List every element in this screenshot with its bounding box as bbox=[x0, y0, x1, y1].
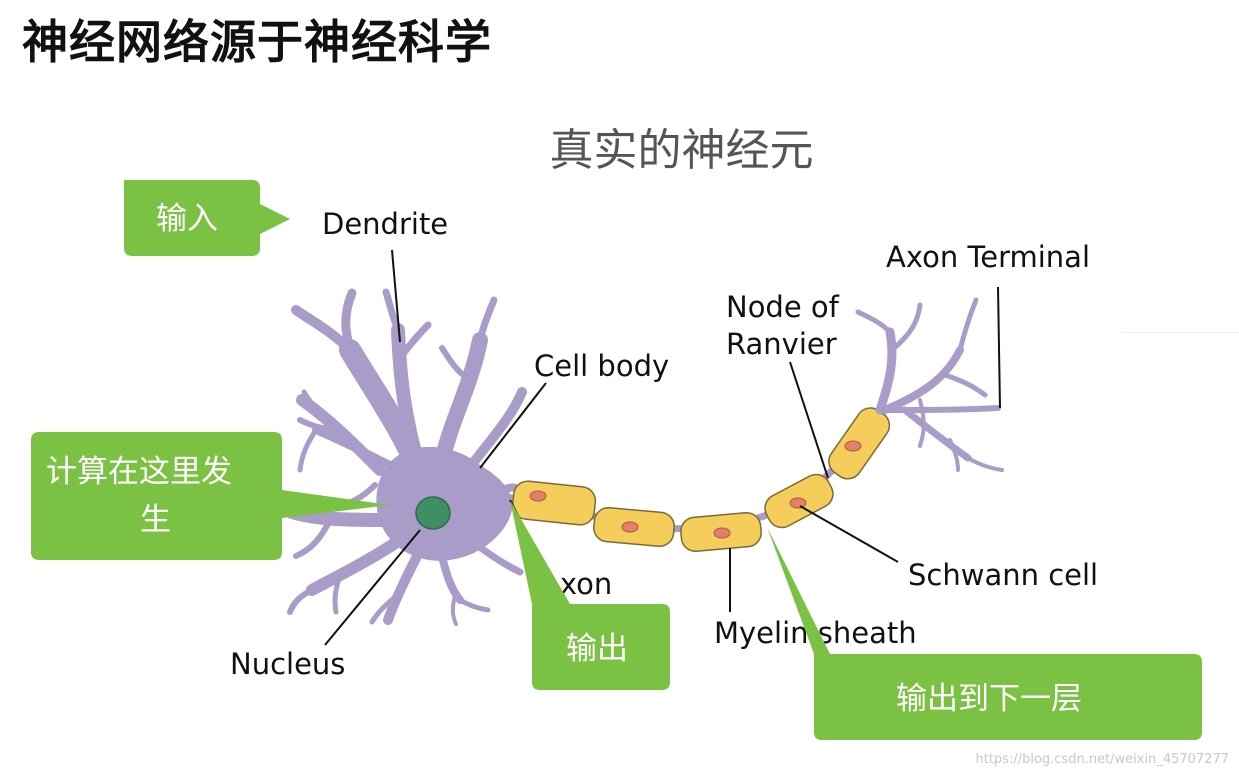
nucleus bbox=[415, 496, 451, 530]
label-dendrite: Dendrite bbox=[322, 207, 448, 241]
divider bbox=[1122, 332, 1239, 333]
callout-compute-text-1: 计算在这里发 bbox=[46, 454, 232, 490]
callout-compute: 计算在这里发 生 bbox=[31, 432, 390, 560]
axon-terminal-branches bbox=[855, 297, 1004, 472]
page-title: 神经网络源于神经科学 bbox=[22, 15, 492, 69]
callout-output: 输出 bbox=[510, 500, 670, 690]
label-axon-terminal: Axon Terminal bbox=[886, 240, 1090, 274]
label-node-of-ranvier-2: Ranvier bbox=[726, 327, 837, 361]
diagram-title: 真实的神经元 bbox=[549, 125, 814, 176]
myelin-segments bbox=[511, 407, 891, 553]
label-nucleus: Nucleus bbox=[230, 647, 345, 681]
label-schwann-cell: Schwann cell bbox=[908, 558, 1098, 592]
callout-input: 输入 bbox=[124, 180, 290, 256]
callout-input-text: 输入 bbox=[156, 201, 218, 237]
pointer-lines bbox=[324, 249, 1001, 646]
label-cell-body: Cell body bbox=[534, 349, 669, 383]
callout-output-next-text: 输出到下一层 bbox=[896, 681, 1082, 717]
callout-output-text: 输出 bbox=[566, 631, 628, 667]
label-node-of-ranvier-1: Node of bbox=[726, 290, 840, 324]
callout-compute-text-2: 生 bbox=[140, 502, 171, 538]
watermark: https://blog.csdn.net/weixin_45707277 bbox=[975, 752, 1229, 767]
callout-output-next: 输出到下一层 bbox=[767, 527, 1202, 740]
